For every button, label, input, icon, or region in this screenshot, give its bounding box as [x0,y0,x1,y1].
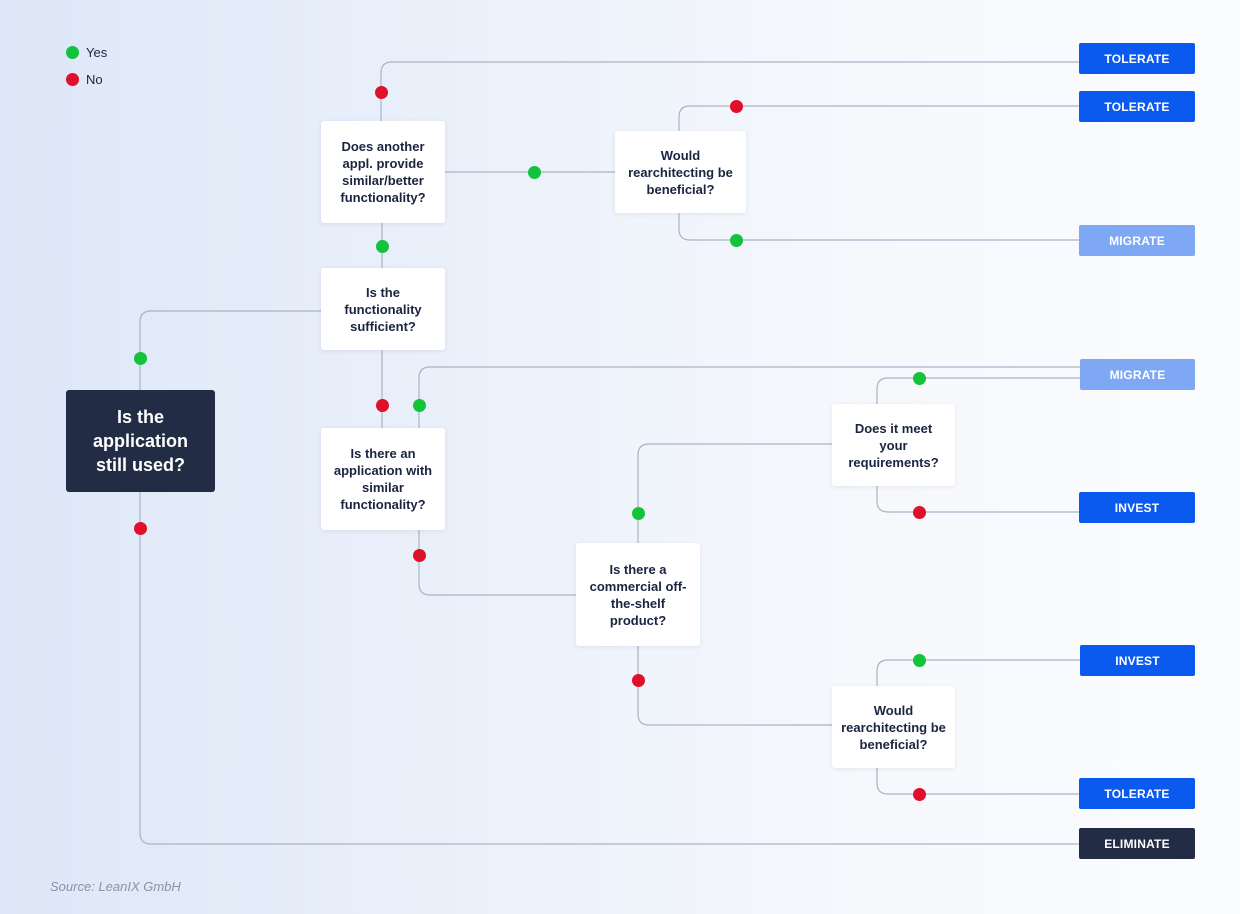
question-similar-app: Is there an application with similar fun… [321,428,445,530]
no-dot-icon [632,674,645,687]
yes-dot-icon [730,234,743,247]
yes-dot-icon [913,654,926,667]
question-rearchitect-bottom: Would rearchitecting be beneficial? [832,686,955,768]
yes-dot-icon [413,399,426,412]
legend-yes: Yes [66,45,107,60]
no-dot-icon [413,549,426,562]
question-functionality-sufficient: Is the functionality sufficient? [321,268,445,350]
outcome-eliminate: ELIMINATE [1079,828,1195,859]
source-caption: Source: LeanIX GmbH [50,879,181,894]
no-dot-icon [730,100,743,113]
outcome-tolerate-2: TOLERATE [1079,91,1195,122]
yes-dot-icon [632,507,645,520]
outcome-invest-2: INVEST [1080,645,1195,676]
question-another-appl: Does another appl. provide similar/bette… [321,121,445,223]
no-dot-icon [913,788,926,801]
question-meet-requirements: Does it meet your requirements? [832,404,955,486]
yes-dot-icon [376,240,389,253]
no-dot-icon [134,522,147,535]
no-dot-icon [913,506,926,519]
outcome-migrate-1: MIGRATE [1079,225,1195,256]
outcome-migrate-2: MIGRATE [1080,359,1195,390]
root-question: Is the application still used? [66,390,215,492]
outcome-invest-1: INVEST [1079,492,1195,523]
question-rearchitect-top: Would rearchitecting be beneficial? [615,131,746,213]
legend-no-label: No [86,72,103,87]
yes-dot-icon [528,166,541,179]
outcome-tolerate-1: TOLERATE [1079,43,1195,74]
legend-yes-label: Yes [86,45,108,60]
legend-no: No [66,72,103,87]
question-cots-product: Is there a commercial off-the-shelf prod… [576,543,700,646]
no-dot-icon [376,399,389,412]
no-dot-icon [66,73,79,86]
yes-dot-icon [913,372,926,385]
no-dot-icon [375,86,388,99]
yes-dot-icon [66,46,79,59]
yes-dot-icon [134,352,147,365]
outcome-tolerate-3: TOLERATE [1079,778,1195,809]
